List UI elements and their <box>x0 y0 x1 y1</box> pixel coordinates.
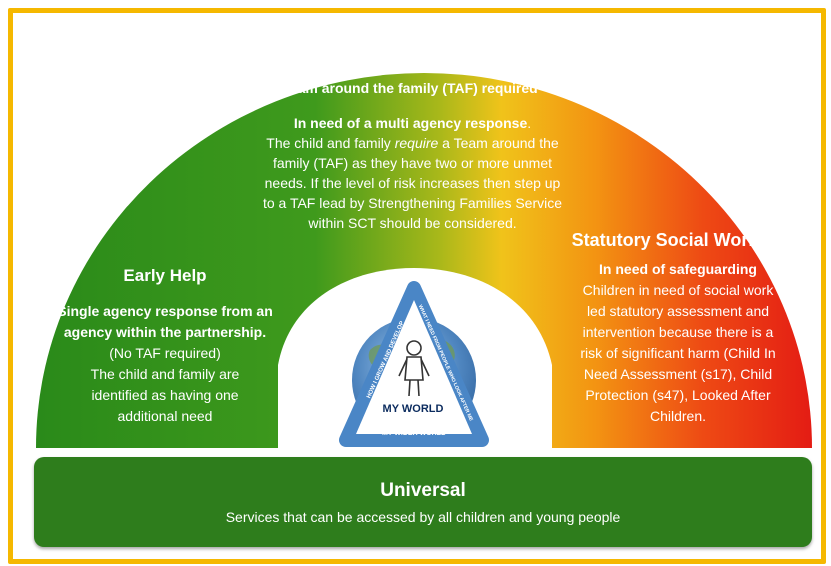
multi-agency-title: Multi agency Early Help <box>308 52 512 72</box>
universal-bar: Universal Services that can be accessed … <box>34 457 812 547</box>
rainbow-arc <box>36 73 812 448</box>
universal-body: Services that can be accessed by all chi… <box>225 509 621 525</box>
statutory-line6: Protection (s47), Looked After <box>585 387 771 403</box>
early-help-line3: (No TAF required) <box>109 345 221 361</box>
multi-agency-subtitle: Team around the family (TAF) required <box>282 80 538 96</box>
multi-agency-line1a: The child and family <box>266 135 395 151</box>
statutory-line4: risk of significant harm (Child In <box>580 345 776 361</box>
statutory-line5: Need Assessment (s17), Child <box>583 366 773 382</box>
early-help-title: Early Help <box>123 266 207 285</box>
early-help-line4: The child and family are <box>90 366 240 382</box>
my-wider-world-label: MY WIDER WORLD <box>381 430 447 437</box>
universal-title: Universal <box>380 480 466 501</box>
statutory-title: Statutory Social Work <box>571 230 759 250</box>
statutory-line7: Children. <box>649 408 707 424</box>
multi-agency-line2: family (TAF) as they have two or more un… <box>272 155 553 171</box>
early-help-line6: additional need <box>117 408 213 424</box>
early-help-line1: Single agency response from an <box>57 303 273 319</box>
multi-agency-line3: needs. If the level of risk increases th… <box>264 175 561 191</box>
early-help-line5: identified as having one <box>91 387 239 403</box>
my-world-label: MY WORLD <box>382 403 444 415</box>
multi-agency-line5: within SCT should be considered. <box>308 215 517 231</box>
statutory-line3: intervention because there is a <box>582 324 774 340</box>
child-figure <box>398 340 430 397</box>
multi-agency-line1-em: require <box>394 135 439 151</box>
multi-agency-body: In need of a multi agency response. The … <box>220 113 605 233</box>
early-help-line2: agency within the partnership. <box>63 324 267 340</box>
statutory-body: In need of safeguarding Children in need… <box>560 259 796 427</box>
multi-agency-line4: to a TAF lead by Strengthening Families … <box>262 195 563 211</box>
early-help-body: Single agency response from an agency wi… <box>45 301 285 427</box>
statutory-line1: Children in need of social work <box>582 282 774 298</box>
multi-agency-line1b: a Team around the <box>438 135 559 151</box>
multi-agency-lead-end: . <box>527 115 532 131</box>
multi-agency-lead: In need of a multi agency response <box>293 115 528 131</box>
statutory-line2: led statutory assessment and <box>586 303 770 319</box>
statutory-subtitle: In need of safeguarding <box>599 261 757 277</box>
